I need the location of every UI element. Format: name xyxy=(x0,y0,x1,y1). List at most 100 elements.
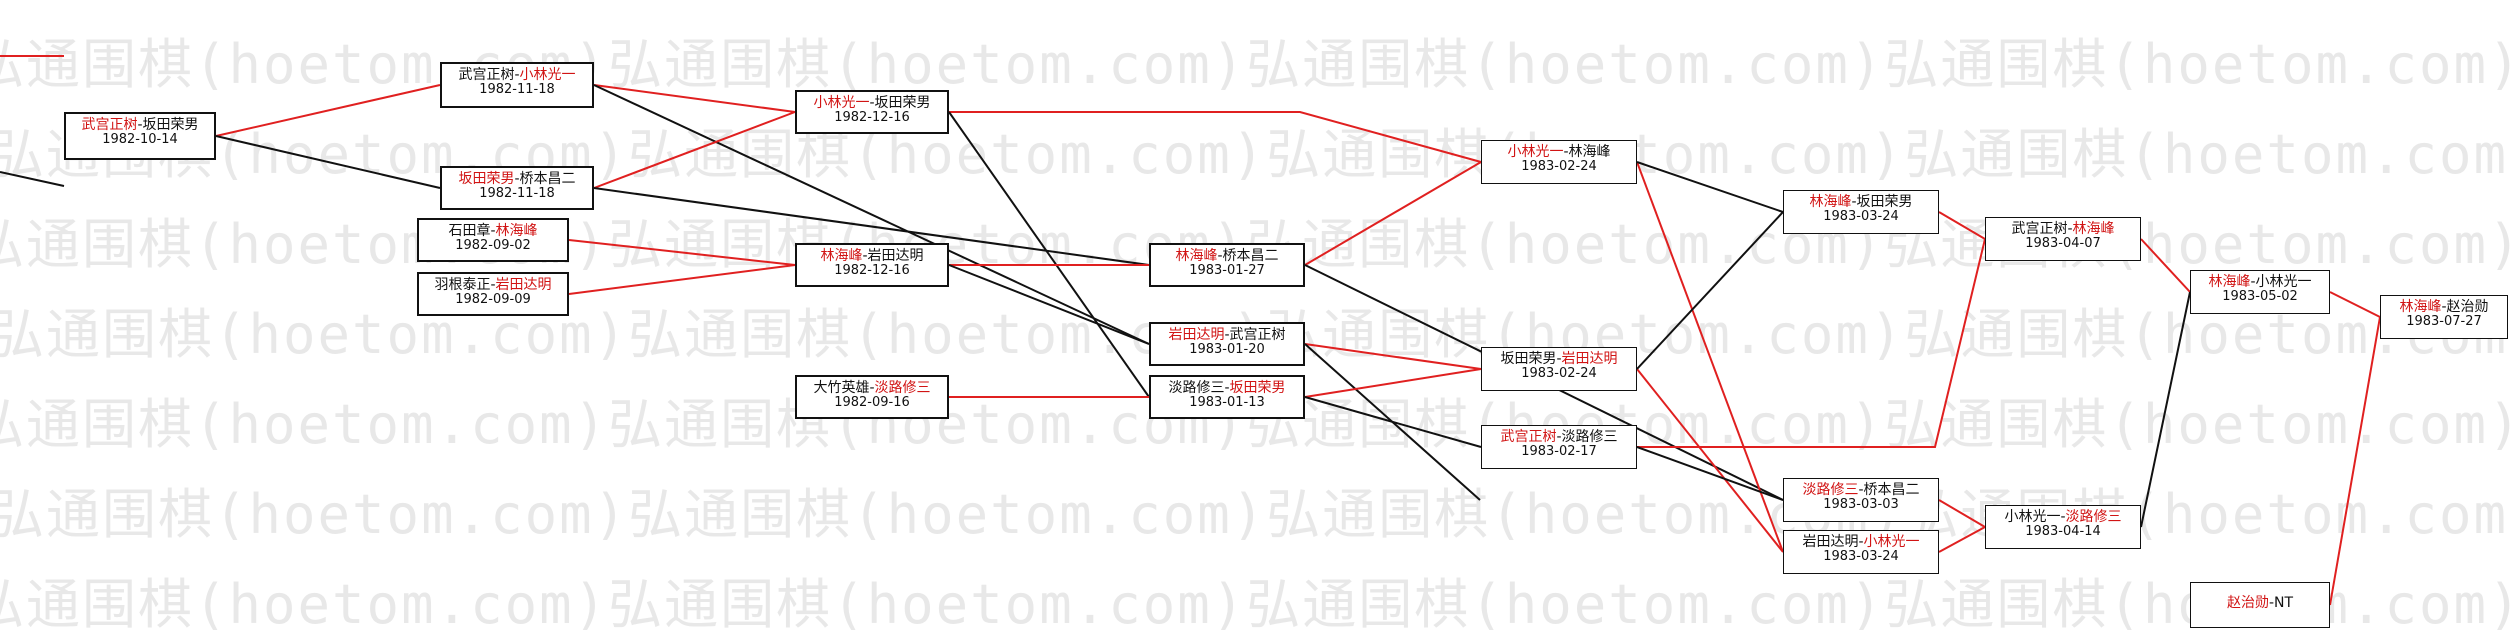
player-one: 大竹英雄 xyxy=(813,380,870,396)
match-players: 林海峰-桥本昌二 xyxy=(1151,248,1303,264)
player-one: 岩田达明 xyxy=(1802,534,1859,550)
player-separator: - xyxy=(2250,274,2256,290)
bracket-edge-loss xyxy=(948,264,1150,345)
match-node[interactable]: 赵治勋-NT xyxy=(2190,582,2330,628)
match-players: 坂田荣男-桥本昌二 xyxy=(442,171,592,187)
player-separator: - xyxy=(1217,248,1223,264)
match-date: 1982-09-02 xyxy=(455,238,531,254)
player-two: 坂田荣男 xyxy=(874,95,931,111)
player-two: 岩田达明 xyxy=(867,248,924,264)
player-one: 坂田荣男 xyxy=(1500,351,1557,367)
match-date: 1982-09-16 xyxy=(834,395,910,411)
bracket-edge-loss xyxy=(215,135,441,189)
match-players: 武宫正树-小林光一 xyxy=(442,67,592,83)
player-separator: - xyxy=(514,67,520,83)
player-two: 小林光一 xyxy=(2255,274,2312,290)
bracket-edge-loss xyxy=(1304,396,1482,448)
match-date: 1982-12-16 xyxy=(834,110,910,126)
player-separator: - xyxy=(2060,509,2066,525)
player-one: 小林光一 xyxy=(1507,144,1564,160)
bracket-edge-loss xyxy=(2140,291,2191,528)
match-players: 林海峰-岩田达明 xyxy=(797,248,947,264)
match-players: 武宫正树-林海峰 xyxy=(1986,221,2140,237)
match-players: 小林光一-淡路修三 xyxy=(1986,509,2140,525)
bracket-edge-win xyxy=(2329,291,2381,318)
player-two: 淡路修三 xyxy=(2065,509,2122,525)
match-date: 1982-12-16 xyxy=(834,263,910,279)
bracket-edge-win xyxy=(568,239,796,266)
bracket-edge-win xyxy=(1304,368,1482,398)
match-players: 淡路修三-坂田荣男 xyxy=(1151,380,1303,396)
bracket-edge-win xyxy=(1636,368,1784,553)
match-players: 淡路修三-桥本昌二 xyxy=(1784,482,1938,498)
player-one: 林海峰 xyxy=(820,248,863,264)
player-separator: - xyxy=(862,248,868,264)
player-one: 岩田达明 xyxy=(1168,327,1225,343)
match-players: 大竹英雄-淡路修三 xyxy=(797,380,947,396)
match-players: 武宫正树-坂田荣男 xyxy=(66,117,214,133)
player-one: 坂田荣男 xyxy=(458,171,515,187)
bracket-edge-win xyxy=(949,111,1482,163)
player-two: 坂田荣男 xyxy=(1229,380,1286,396)
bracket-edge-win xyxy=(2329,316,2381,606)
match-players: 武宫正树-淡路修三 xyxy=(1482,429,1636,445)
player-two: 林海峰 xyxy=(2072,221,2115,237)
player-two: 小林光一 xyxy=(1863,534,1920,550)
match-players: 小林光一-林海峰 xyxy=(1482,144,1636,160)
bracket-edge-win xyxy=(1304,343,1482,370)
match-date: 1983-03-24 xyxy=(1823,209,1899,225)
bracket-edge-win xyxy=(593,84,796,113)
player-one: 林海峰 xyxy=(2208,274,2251,290)
match-date: 1983-07-27 xyxy=(2406,314,2482,330)
match-date: 1983-01-27 xyxy=(1189,263,1265,279)
player-separator: - xyxy=(1858,482,1864,498)
player-separator: - xyxy=(2441,299,2447,315)
player-one: 淡路修三 xyxy=(1168,380,1225,396)
player-separator: - xyxy=(514,171,520,187)
player-separator: - xyxy=(490,277,496,293)
player-two: 武宫正树 xyxy=(1229,327,1286,343)
bracket-edge-win xyxy=(215,84,441,137)
bracket-edge-win xyxy=(593,111,796,189)
match-players: 坂田荣男-岩田达明 xyxy=(1482,351,1636,367)
player-separator: - xyxy=(1556,429,1562,445)
bracket-edge-loss xyxy=(1636,446,1784,501)
player-one: 林海峰 xyxy=(1175,248,1218,264)
player-one: 小林光一 xyxy=(2004,509,2061,525)
player-separator: - xyxy=(2067,221,2073,237)
player-two: 桥本昌二 xyxy=(1863,482,1920,498)
match-date: 1983-04-14 xyxy=(2025,524,2101,540)
player-two: 岩田达明 xyxy=(1561,351,1618,367)
match-date: 1983-03-24 xyxy=(1823,549,1899,565)
player-two: 坂田荣男 xyxy=(142,117,199,133)
player-one: 小林光一 xyxy=(813,95,870,111)
match-date: 1983-04-07 xyxy=(2025,236,2101,252)
player-separator: - xyxy=(2268,595,2275,611)
bracket-edge-win xyxy=(1938,526,1986,553)
player-separator: - xyxy=(869,95,875,111)
bracket-edge-loss xyxy=(0,171,65,187)
bracket-edge-win xyxy=(1304,161,1482,266)
bracket-edge-win xyxy=(1636,161,1784,553)
